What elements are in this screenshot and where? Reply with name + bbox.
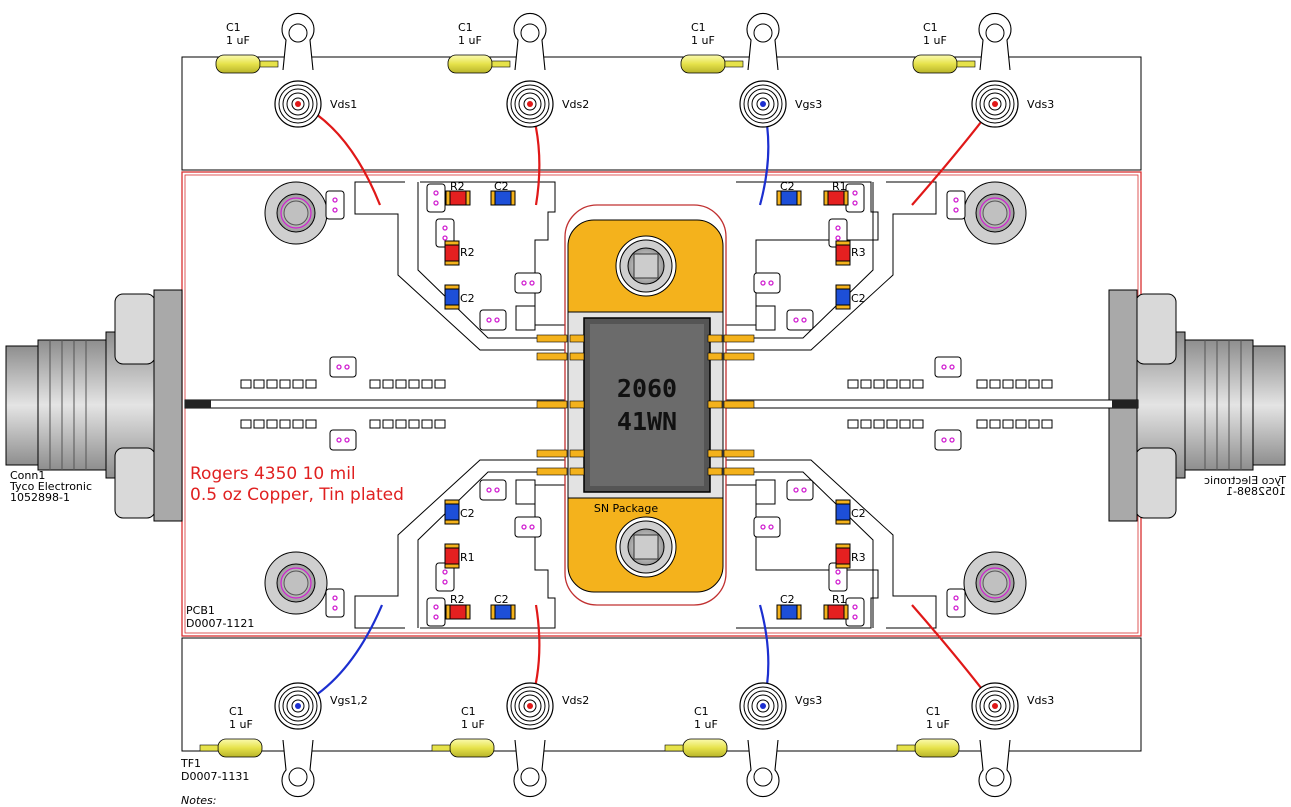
svg-text:C1: C1 [923,21,938,34]
svg-text:Vds3: Vds3 [1027,694,1054,707]
mounting-bolt [264,181,328,245]
connector-ref: Conn1 [10,469,45,482]
notes-heading: Notes: [181,794,216,807]
svg-text:1 uF: 1 uF [691,34,715,47]
svg-text:Vgs1,2: Vgs1,2 [330,694,368,707]
svg-text:R1: R1 [832,593,847,606]
svg-text:C2: C2 [460,292,475,305]
svg-text:C1: C1 [461,705,476,718]
svg-text:C2: C2 [460,507,475,520]
bottom-bias-posts [274,682,1019,798]
svg-text:1 uF: 1 uF [461,718,485,731]
mounting-bolt [963,181,1027,245]
pcb-material-line2: 0.5 oz Copper, Tin plated [190,485,404,505]
package-bottom-bolt [615,516,677,578]
svg-text:C2: C2 [851,507,866,520]
mounting-bolt [264,551,328,615]
pcb-part: D0007-1121 [186,617,254,630]
right-sma-connector [1108,289,1286,522]
mounting-bolt [963,551,1027,615]
fixture-ref: TF1 [180,757,201,770]
svg-text:1 uF: 1 uF [926,718,950,731]
fixture-part: D0007-1131 [181,770,249,783]
post-labels: Vds1 Vds2 Vgs3 Vds3 Vgs1,2 Vds2 Vgs3 Vds… [330,98,1054,707]
top-bias-posts [274,12,1019,128]
bottom-cap-labels: C11 uF C11 uF C11 uF C11 uF [229,705,950,731]
chip-leads [536,334,755,476]
svg-text:C2: C2 [494,593,509,606]
svg-text:R1: R1 [460,551,475,564]
svg-text:1 uF: 1 uF [226,34,250,47]
svg-text:1 uF: 1 uF [458,34,482,47]
svg-text:C1: C1 [226,21,241,34]
chip-marking-line1: 2060 [617,374,677,403]
svg-text:C1: C1 [926,705,941,718]
pcb-ref: PCB1 [186,604,215,617]
svg-text:Vds2: Vds2 [562,98,589,111]
svg-text:C2: C2 [780,180,795,193]
connector-part: 1052898-1 [10,491,70,504]
connector-part-mirrored: 1052898-1 [1226,485,1286,498]
svg-text:C1: C1 [229,705,244,718]
svg-text:Vds1: Vds1 [330,98,357,111]
svg-text:1 uF: 1 uF [694,718,718,731]
chip-marking-line2: 41WN [617,407,677,436]
svg-text:1 uF: 1 uF [923,34,947,47]
svg-text:C1: C1 [458,21,473,34]
pcb-material-line1: Rogers 4350 10 mil [190,464,356,484]
svg-text:R3: R3 [851,551,866,564]
svg-text:C2: C2 [494,180,509,193]
svg-text:Vds2: Vds2 [562,694,589,707]
svg-text:R2: R2 [460,246,475,259]
svg-text:C2: C2 [780,593,795,606]
svg-text:R2: R2 [450,180,465,193]
connector-mfr-mirrored: Tyco Electronic [1204,474,1287,487]
component-designators: R2 C2 R2 C2 C2 R1 R3 C2 C2 R1 R2 C2 C2 R… [450,180,866,606]
svg-text:R1: R1 [832,180,847,193]
sn-package [564,204,727,606]
svg-text:R3: R3 [851,246,866,259]
svg-text:C1: C1 [691,21,706,34]
left-sma-connector [5,289,183,522]
svg-text:Vds3: Vds3 [1027,98,1054,111]
package-label: SN Package [594,502,659,515]
top-cap-labels: C11 uF C11 uF C11 uF C11 uF [226,21,947,47]
svg-text:C1: C1 [694,705,709,718]
svg-text:R2: R2 [450,593,465,606]
connector-mfr: Tyco Electronic [9,480,92,493]
svg-text:C2: C2 [851,292,866,305]
svg-text:Vgs3: Vgs3 [795,694,822,707]
svg-text:Vgs3: Vgs3 [795,98,822,111]
svg-text:1 uF: 1 uF [229,718,253,731]
package-top-bolt [615,235,677,297]
